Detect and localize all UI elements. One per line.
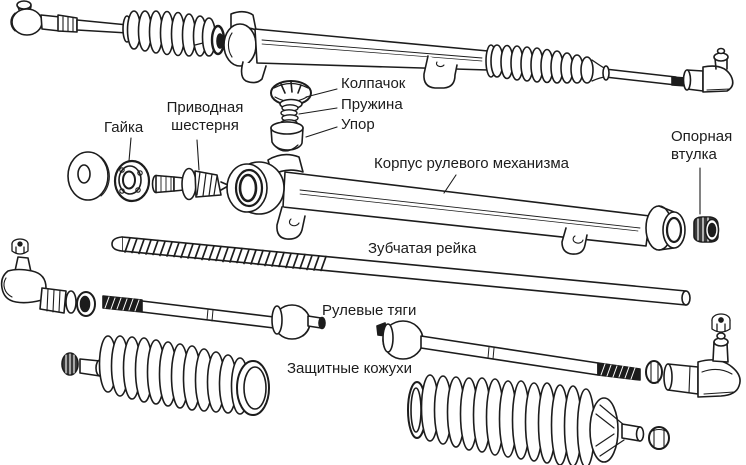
assembled-steering-rack <box>10 0 734 93</box>
assembled-left-boot <box>122 10 226 57</box>
support-bushing-part <box>693 216 720 243</box>
assembled-right-tie-rod-end-icon <box>682 47 734 93</box>
left-boot <box>61 335 270 416</box>
left-outer-tie-rod-end <box>0 256 96 317</box>
left-castle-nut-icon <box>11 238 29 255</box>
thrust-stop-part <box>270 121 304 152</box>
label-housing: Корпус рулевого механизма <box>374 155 569 172</box>
label-boots: Защитные кожухи <box>287 360 413 377</box>
leader-lines <box>128 88 701 215</box>
left-inner-tie-rod <box>102 295 326 340</box>
assembled-right-boot <box>485 44 607 84</box>
left-tie-rod <box>0 238 326 340</box>
label-rack: Зубчатая рейка <box>368 240 477 257</box>
leader-spring <box>298 107 338 115</box>
washer-part <box>67 151 110 201</box>
leader-housing <box>443 174 457 194</box>
leader-stop <box>305 126 338 138</box>
right-boot-bellows <box>420 374 596 465</box>
right-inner-tie-rod <box>376 320 641 381</box>
label-stop: Упор <box>341 116 375 133</box>
cap-part <box>270 80 312 110</box>
right-castle-nut-icon <box>711 313 731 333</box>
assembled-left-rod <box>76 19 129 34</box>
drive-pinion-part <box>151 167 230 201</box>
rack-part <box>111 236 691 306</box>
nut-part <box>113 159 151 203</box>
left-boot-bellows <box>98 335 250 415</box>
right-tie-rod <box>376 313 741 398</box>
label-tie-rods: Рулевые тяги <box>322 302 417 319</box>
assembled-pinion-housing <box>223 10 267 84</box>
right-boot-nut-icon <box>648 426 670 450</box>
label-spring: Пружина <box>341 96 403 113</box>
right-boot <box>407 374 670 465</box>
left-boot-clamp-icon <box>61 352 79 376</box>
label-nut: Гайка <box>104 119 144 136</box>
assembled-left-tie-rod-end-icon <box>10 0 78 36</box>
right-lock-nut-icon <box>645 360 663 384</box>
label-drive-pinion: Приводная шестерня <box>166 99 244 134</box>
leader-cap <box>305 88 338 98</box>
label-support-bushing: Опорная втулка <box>671 128 733 163</box>
leader-pinion <box>196 139 200 171</box>
leader-nut <box>128 137 132 162</box>
label-cap: Колпачок <box>341 75 406 92</box>
assembled-mount-bracket <box>423 55 458 89</box>
steering-housing-part <box>226 153 686 255</box>
assembled-right-rod <box>604 68 677 86</box>
right-outer-tie-rod-end <box>663 332 741 398</box>
